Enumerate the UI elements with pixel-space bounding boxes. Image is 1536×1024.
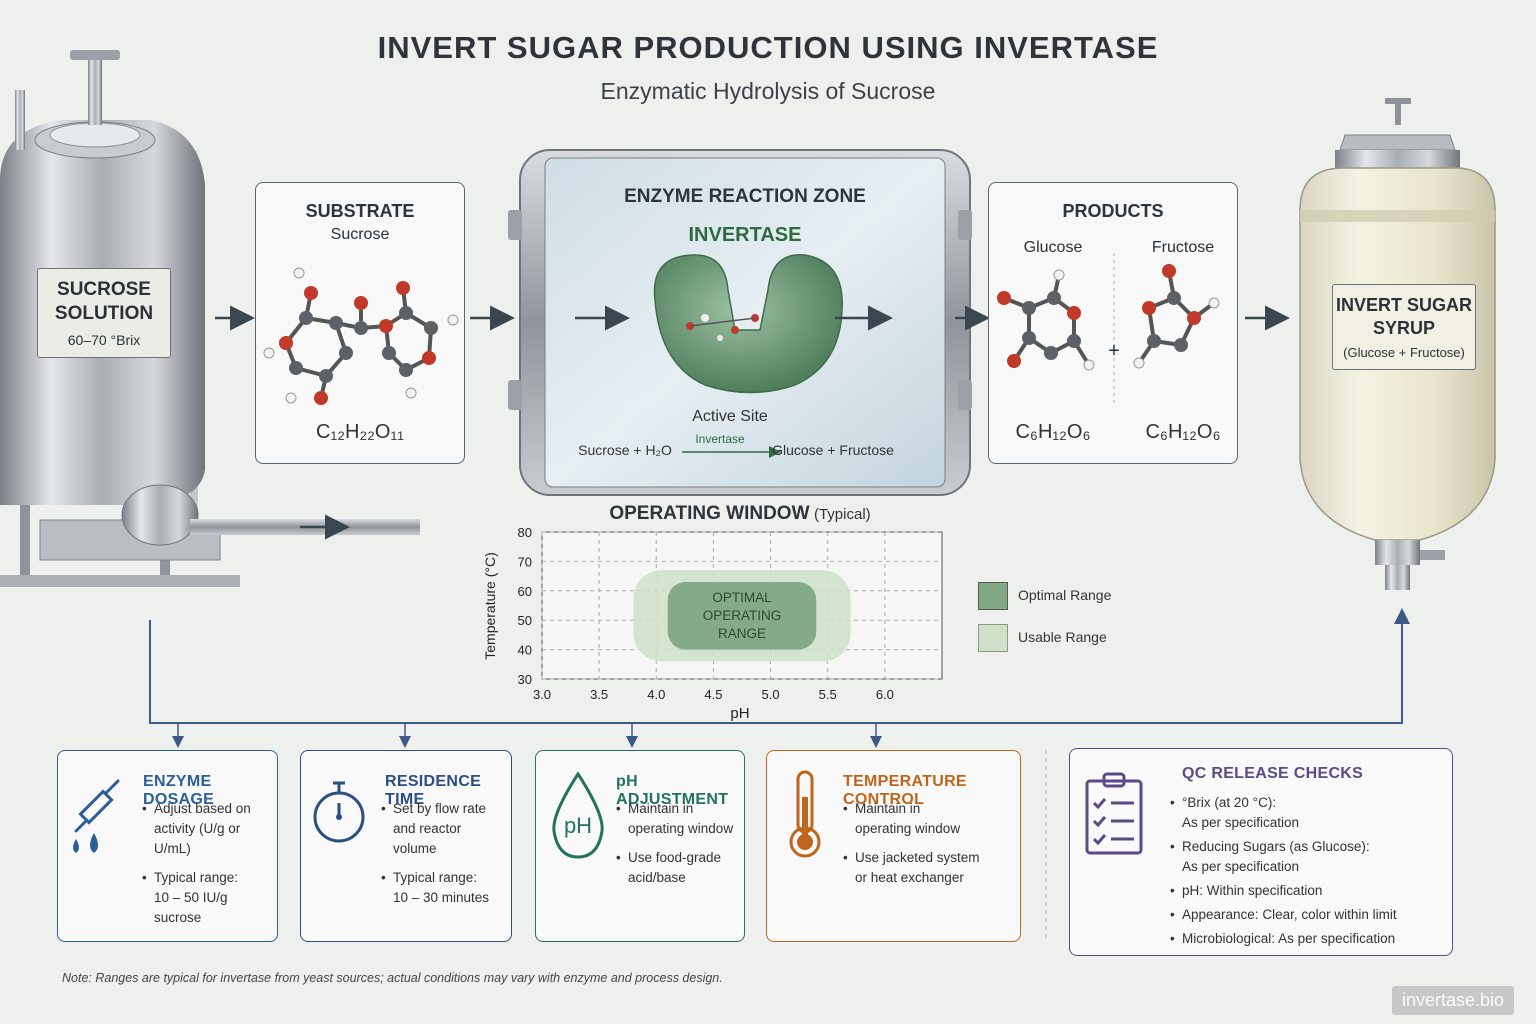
reactor-vessel <box>508 149 972 496</box>
stopwatch-icon <box>313 781 365 843</box>
sucrose-solution-label: SUCROSE SOLUTION 60–70 °Brix <box>37 268 171 358</box>
qc-release-panel: QC RELEASE CHECKS °Brix (at 20 °C):As pe… <box>1069 748 1453 956</box>
reaction-catalyst: Invertase <box>695 432 745 446</box>
invert-syrup-line1: INVERT SUGAR <box>1335 295 1472 315</box>
reaction-reactants: Sucrose + H₂O <box>578 442 672 458</box>
sucrose-molecule-icon <box>263 267 459 405</box>
substrate-formula: C₁₂H₂₂O₁₁ <box>316 421 404 443</box>
invert-syrup-label: INVERT SUGAR SYRUP (Glucose + Fructose) <box>1332 284 1476 370</box>
x-tick-label: 6.0 <box>876 687 894 702</box>
products-panel: PRODUCTS Glucose Fructose + C₆H₁₂O₆ C₆H₁… <box>988 182 1238 464</box>
y-tick-label: 60 <box>518 584 532 599</box>
flow-arrows <box>215 305 1290 540</box>
invert-syrup-composition: (Glucose + Fructose) <box>1343 345 1465 360</box>
optimal-region-label-line: OPTIMAL <box>712 590 772 605</box>
control-loop-line <box>149 608 1410 940</box>
products-plus: + <box>1108 340 1120 362</box>
chart-regions <box>633 570 851 662</box>
temperature-control-panel: TEMPERATURE CONTROL Maintain inoperating… <box>766 750 1021 942</box>
substrate-title: SUBSTRATE <box>305 201 415 221</box>
chart-xlabel: pH <box>730 705 749 722</box>
invert-syrup-line2: SYRUP <box>1372 318 1435 338</box>
invert-sugar-product-tank <box>1299 98 1496 590</box>
brand-watermark: invertase.bio <box>1392 986 1515 1015</box>
x-tick-label: 4.5 <box>704 687 722 702</box>
sucrose-brix-spec: 60–70 °Brix <box>67 332 141 348</box>
chart-title-suffix: (Typical) <box>813 506 871 523</box>
reactor-title: ENZYME REACTION ZONE <box>624 186 866 207</box>
active-site-label: Active Site <box>692 408 768 425</box>
x-tick-label: 5.5 <box>819 687 837 702</box>
legend-label-usable: Usable Range <box>1018 629 1107 645</box>
optimal-region-label: OPTIMAL OPERATING RANGE <box>703 590 782 641</box>
y-tick-label: 80 <box>518 525 532 540</box>
legend-swatch-usable <box>978 624 1008 652</box>
x-tick-label: 4.0 <box>647 687 665 702</box>
y-tick-label: 30 <box>518 672 532 687</box>
thermometer-icon <box>789 770 821 858</box>
products-title: PRODUCTS <box>1062 201 1164 221</box>
y-tick-label: 70 <box>518 554 532 569</box>
qc-item-appearance: Appearance: Clear, color within limit <box>1170 905 1450 925</box>
substrate-panel: SUBSTRATE Sucrose C₁₂H₂₂O₁₁ <box>255 182 465 464</box>
reaction-products: Glucose + Fructose <box>772 442 894 458</box>
y-tick-label: 40 <box>518 643 532 658</box>
substrate-name: Sucrose <box>330 226 390 243</box>
qc-item-reducing-sugars: Reducing Sugars (as Glucose):As per spec… <box>1170 837 1450 877</box>
product-molecules-icon <box>997 253 1220 403</box>
chart-title-row: OPERATING WINDOW (Typical) <box>560 503 920 525</box>
operating-window-chart: 3.0 3.5 4.0 4.5 5.0 5.5 6.0 30 40 50 60 70 80 OPTIMA… <box>482 525 943 722</box>
fructose-formula: C₆H₁₂O₆ <box>1145 421 1221 443</box>
page-subtitle: Enzymatic Hydrolysis of Sucrose <box>600 78 936 104</box>
legend-swatch-optimal <box>978 582 1008 610</box>
optimal-region-label-line: OPERATING <box>703 608 782 623</box>
glucose-formula: C₆H₁₂O₆ <box>1015 421 1091 443</box>
qc-item-microbiological: Microbiological: As per specification <box>1170 929 1450 949</box>
fructose-name: Fructose <box>1151 239 1215 256</box>
qc-title: QC RELEASE CHECKS <box>1182 765 1364 782</box>
page-title: INVERT SUGAR PRODUCTION USING INVERTASE <box>377 30 1159 65</box>
chart-ticks: 3.0 3.5 4.0 4.5 5.0 5.5 6.0 30 40 50 60 70 80 <box>518 525 894 702</box>
qc-item-ph: pH: Within specification <box>1170 881 1450 901</box>
chart-title: OPERATING WINDOW <box>609 503 810 524</box>
x-tick-label: 3.5 <box>590 687 608 702</box>
legend-label-optimal: Optimal Range <box>1018 587 1112 603</box>
region-optimal-range <box>667 581 817 650</box>
sucrose-solution-line2: SOLUTION <box>54 303 154 324</box>
x-tick-label: 3.0 <box>533 687 551 702</box>
sucrose-solution-line1: SUCROSE <box>57 279 151 300</box>
ph-drop-icon <box>552 771 604 859</box>
enzyme-name: INVERTASE <box>688 224 802 246</box>
residence-time-bullet-2: Typical range:10 – 30 minutes <box>381 868 506 908</box>
x-tick-label: 5.0 <box>762 687 780 702</box>
enzyme-dosage-bullet-2: Typical range:10 – 50 IU/g sucrose <box>142 868 272 928</box>
clipboard-checklist-icon <box>1085 772 1143 855</box>
dropper-icon <box>73 779 120 853</box>
ph-icon-text: pH <box>563 813 593 838</box>
invertase-enzyme-illustration <box>653 254 843 394</box>
qc-item-brix: °Brix (at 20 °C):As per specification <box>1170 793 1450 833</box>
footer-note: Note: Ranges are typical for invertase f… <box>62 971 723 985</box>
chart-ylabel: Temperature (°C) <box>482 552 498 660</box>
optimal-region-label-line: RANGE <box>718 626 766 641</box>
y-tick-label: 50 <box>518 613 532 628</box>
glucose-name: Glucose <box>1023 239 1083 256</box>
